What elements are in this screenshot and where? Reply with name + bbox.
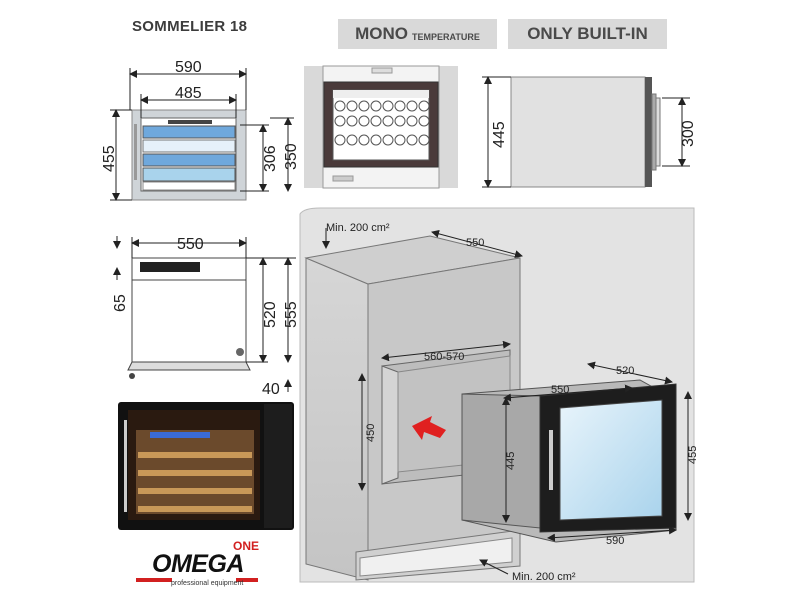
bottle-end xyxy=(406,100,418,112)
bottle-end xyxy=(358,100,370,112)
bottle-end xyxy=(334,134,346,146)
dim-560-570: 560-570 xyxy=(424,351,464,363)
dim-590: 590 xyxy=(175,59,202,76)
built-in-front-drawing xyxy=(304,65,458,189)
bottle-end xyxy=(406,115,418,127)
dim-590-install: 590 xyxy=(606,535,624,547)
dim-550-install: 550 xyxy=(551,384,569,396)
side-view xyxy=(510,76,661,188)
omega-tagline: professional equipment xyxy=(171,580,244,587)
bottle-end xyxy=(334,100,346,112)
bottle-end xyxy=(418,134,430,146)
bottle-end xyxy=(370,100,382,112)
bottle-rows xyxy=(334,100,430,146)
dim-485: 485 xyxy=(175,85,202,102)
bottle-end xyxy=(394,115,406,127)
dim-455-install: 455 xyxy=(687,446,699,464)
dim-455: 455 xyxy=(101,145,118,172)
vent-top-label: Min. 200 cm² xyxy=(326,222,390,234)
bottle-end xyxy=(382,100,394,112)
bottle-end xyxy=(382,115,394,127)
dim-306: 306 xyxy=(262,145,279,172)
bottle-end xyxy=(406,134,418,146)
dim-65: 65 xyxy=(112,294,129,312)
dim-install-550-top: 550 xyxy=(466,237,484,249)
bottle-end xyxy=(418,115,430,127)
product-photo xyxy=(118,402,294,530)
bottle-end xyxy=(394,100,406,112)
dim-520: 520 xyxy=(262,301,279,328)
omega-logo: OMEGA xyxy=(152,550,244,578)
logo-bar-left xyxy=(136,578,172,582)
bottle-end xyxy=(346,115,358,127)
temperature-label: TEMPERATURE xyxy=(412,31,480,42)
product-title: SOMMELIER 18 xyxy=(132,18,248,35)
front-view xyxy=(131,109,247,201)
bottle-end xyxy=(418,100,430,112)
bottle-end xyxy=(382,134,394,146)
logo-bar-right xyxy=(236,578,258,582)
bottle-end xyxy=(358,115,370,127)
bottle-end xyxy=(370,115,382,127)
dim-555: 555 xyxy=(283,301,300,328)
bottle-end xyxy=(370,134,382,146)
omega-one-mark: ONE xyxy=(233,539,260,553)
bottle-end xyxy=(394,134,406,146)
dim-40: 40 xyxy=(262,381,280,398)
dim-300: 300 xyxy=(680,120,697,147)
dim-550-top: 550 xyxy=(177,236,204,253)
built-in-tag: ONLY BUILT-IN xyxy=(508,19,667,49)
bottle-end xyxy=(346,134,358,146)
dim-450: 450 xyxy=(365,424,377,442)
mono-label: MONO xyxy=(355,24,409,43)
installation-drawing xyxy=(299,207,695,583)
dim-520-install: 520 xyxy=(616,365,634,377)
bottle-end xyxy=(334,115,346,127)
dim-445: 445 xyxy=(491,121,508,148)
top-view xyxy=(127,257,251,379)
dim-350: 350 xyxy=(283,143,300,170)
dim-445-install: 445 xyxy=(505,452,517,470)
bottle-end xyxy=(358,134,370,146)
bottle-end xyxy=(346,100,358,112)
vent-bottom-label: Min. 200 cm² xyxy=(512,571,576,583)
